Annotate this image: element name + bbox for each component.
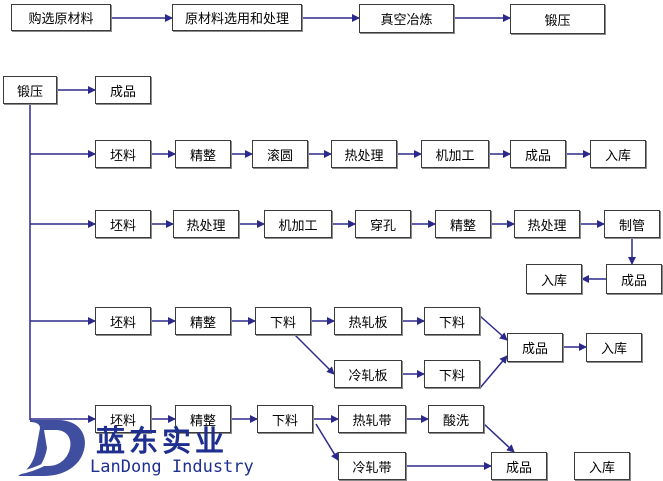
step-hot-rolled-strip: 热轧带 [338, 405, 406, 433]
flow-arrow [294, 334, 335, 375]
logo-chinese-name: 蓝东实业 [96, 424, 229, 458]
step-tube-making: 制管 [604, 210, 660, 238]
step-heat-treatment: 热处理 [514, 210, 580, 238]
step-storage: 入库 [574, 452, 630, 480]
step-heat-treatment: 热处理 [173, 210, 239, 238]
step-finishing: 精整 [435, 210, 491, 238]
step-cold-rolled-plate: 冷轧板 [334, 360, 402, 388]
letter-d-emblem-icon [11, 420, 85, 476]
step-finishing: 精整 [175, 307, 231, 335]
step-hot-rolled-plate: 热轧板 [334, 307, 402, 335]
step-machining: 机加工 [421, 140, 489, 168]
step-forging-top: 锻压 [510, 4, 605, 34]
step-storage: 入库 [586, 333, 642, 362]
step-piercing: 穿孔 [355, 210, 411, 238]
flow-arrow [479, 355, 508, 389]
step-finishing: 精整 [175, 140, 231, 168]
step-vacuum-smelting: 真空冶炼 [359, 4, 454, 33]
step-cutting: 下料 [424, 307, 480, 335]
flow-arrow [315, 423, 339, 461]
step-finishing: 精整 [175, 405, 231, 433]
step-pickling: 酸洗 [428, 405, 484, 433]
flow-arrows [29, 14, 636, 470]
step-storage: 入库 [526, 264, 582, 294]
flow-arrow [479, 315, 508, 341]
step-billet: 坯料 [95, 405, 151, 433]
step-finished-product: 成品 [606, 264, 662, 294]
flow-arrow [483, 423, 515, 453]
step-cold-rolled-strip: 冷轧带 [338, 452, 406, 480]
step-cutting: 下料 [255, 307, 311, 335]
step-storage: 入库 [590, 140, 646, 168]
step-machining: 机加工 [264, 210, 332, 238]
company-logo: 蓝东实业 LanDong Industry [10, 414, 280, 480]
step-finished-product: 成品 [507, 333, 563, 362]
step-finished-product: 成品 [95, 76, 151, 104]
step-forging: 锻压 [3, 76, 57, 104]
step-billet: 坯料 [95, 210, 151, 238]
step-purchase-raw-materials: 购选原材料 [11, 4, 111, 31]
step-rounding: 滚圆 [252, 140, 308, 168]
step-finished-product: 成品 [510, 140, 566, 168]
step-billet: 坯料 [95, 307, 151, 335]
logo-english-name: LanDong Industry [90, 457, 254, 477]
step-heat-treatment: 热处理 [331, 140, 397, 168]
step-cutting: 下料 [257, 405, 313, 433]
step-billet: 坯料 [95, 140, 151, 168]
step-cutting: 下料 [424, 360, 480, 388]
step-finished-product: 成品 [491, 452, 547, 480]
step-raw-material-selection: 原材料选用和处理 [172, 4, 302, 31]
